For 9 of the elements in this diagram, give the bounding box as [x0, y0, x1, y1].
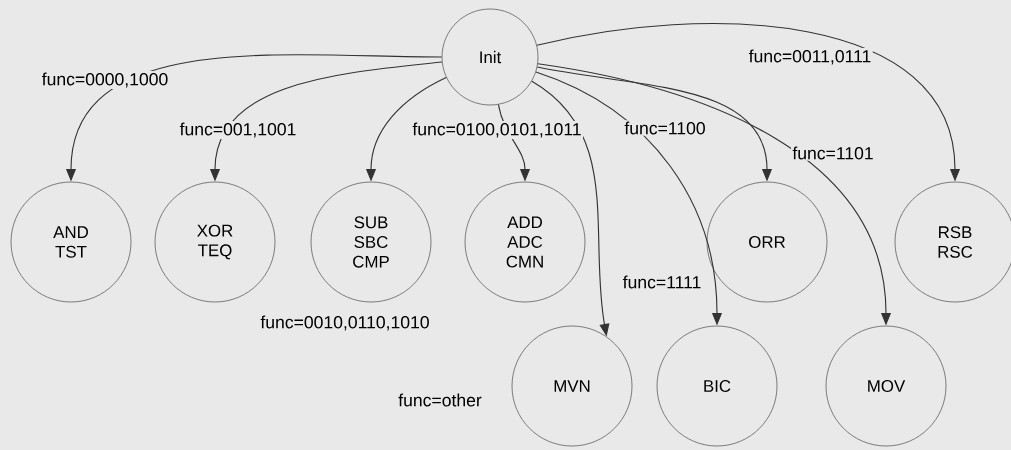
edge-label: func=1100	[622, 120, 708, 136]
edge-label: func=001,1001	[178, 121, 298, 139]
edge-label: func=0011,0111	[747, 48, 873, 66]
edge-label: func=1101	[790, 145, 876, 161]
note-text: func=0010,0110,1010	[260, 315, 429, 331]
note-text: func=other	[398, 393, 482, 407]
edge-label: func=0100,0101,1011	[411, 121, 583, 139]
edge-label: func=1111	[621, 274, 703, 290]
edge-label: func=0000,1000	[40, 71, 170, 89]
